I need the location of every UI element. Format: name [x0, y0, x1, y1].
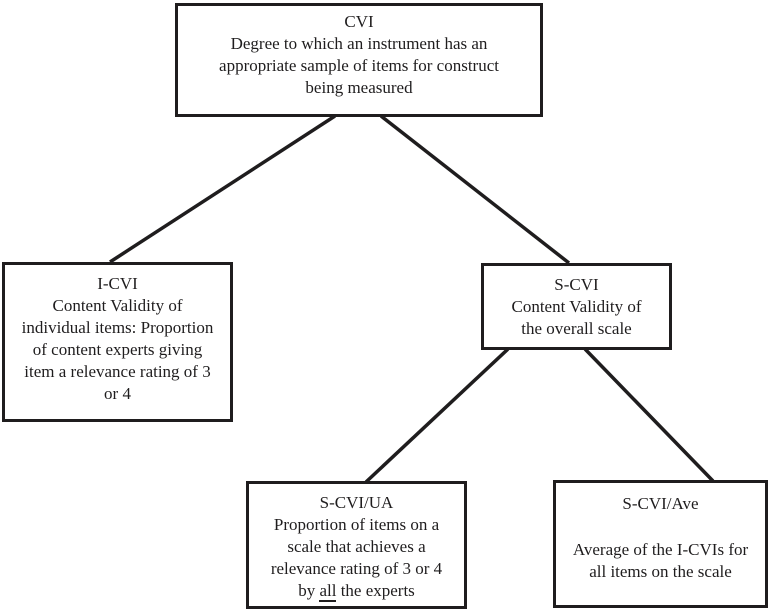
node-scvi: S-CVI Content Validity of the overall sc…	[481, 263, 672, 350]
node-scviua-underlined-word: all	[319, 581, 337, 602]
node-scviua-line: scale that achieves a	[287, 537, 426, 556]
node-scviua-line: relevance rating of 3 or 4	[270, 559, 443, 578]
node-scviave-line: Average of the I-CVIs for	[572, 540, 749, 559]
node-icvi: I-CVI Content Validity of individual ite…	[2, 262, 233, 422]
connector-scvi-to-scviave	[583, 347, 715, 483]
node-cvi-line: being measured	[305, 78, 413, 97]
node-scviua: S-CVI/UA Proportion of items on a scale …	[246, 481, 467, 609]
node-cvi-title: CVI	[344, 12, 374, 31]
connector-cvi-to-scvi	[379, 114, 571, 265]
node-scvi-line: Content Validity of	[511, 297, 642, 316]
node-scviave: S-CVI/Ave Average of the I-CVIs for all …	[553, 480, 768, 608]
node-icvi-line: Content Validity of	[52, 296, 183, 315]
node-scviua-line: Proportion of items on a	[273, 515, 440, 534]
node-scvi-title: S-CVI	[554, 275, 599, 294]
node-scviave-blank-line	[556, 515, 765, 539]
node-scviua-line-underlined: by all the experts	[249, 580, 464, 602]
node-scviave-title: S-CVI/Ave	[622, 494, 699, 513]
node-icvi-title: I-CVI	[97, 274, 138, 293]
node-icvi-line: individual items: Proportion	[21, 318, 214, 337]
node-scviua-line-suffix: the experts	[336, 581, 415, 600]
node-cvi-line: Degree to which an instrument has an	[230, 34, 488, 53]
node-scviua-title: S-CVI/UA	[319, 493, 394, 512]
connector-cvi-to-icvi	[109, 114, 336, 264]
node-icvi-line: of content experts giving	[32, 340, 203, 359]
node-icvi-line: or 4	[104, 384, 131, 403]
node-cvi: CVI Degree to which an instrument has an…	[175, 3, 543, 117]
node-scviave-line: all items on the scale	[589, 562, 732, 581]
node-scviua-line-prefix: by	[298, 581, 320, 600]
node-scvi-line: the overall scale	[521, 319, 632, 338]
node-icvi-line: item a relevance rating of 3	[24, 362, 211, 381]
connector-scvi-to-scviua	[364, 347, 510, 484]
node-cvi-line: appropriate sample of items for construc…	[219, 56, 499, 75]
